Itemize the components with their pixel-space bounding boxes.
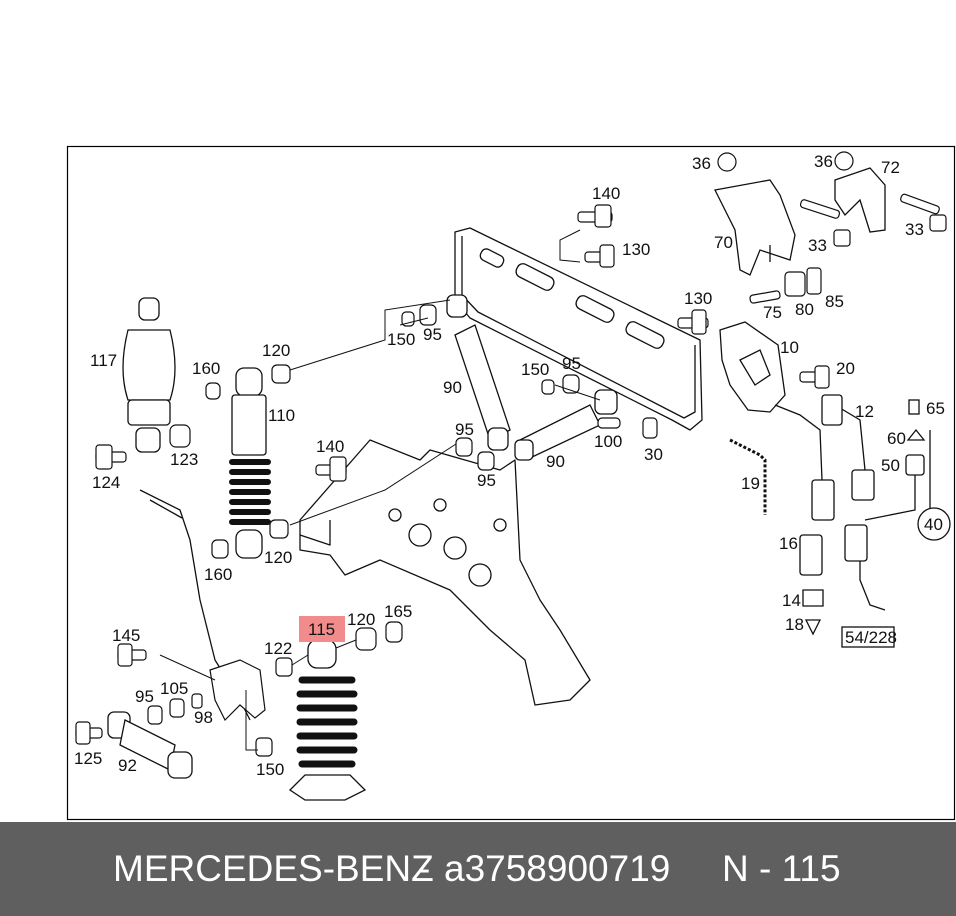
label-30: 30 (644, 445, 663, 464)
label-130a: 130 (622, 240, 650, 259)
label-120b: 120 (264, 548, 292, 567)
label-150c: 150 (256, 760, 284, 779)
air-bellow-117 (122, 297, 176, 453)
damper-92 (107, 711, 193, 779)
label-124: 124 (92, 473, 120, 492)
bracket-70 (714, 167, 886, 276)
label-95a: 95 (423, 325, 442, 344)
label-65: 65 (926, 399, 945, 418)
label-122: 122 (264, 639, 292, 658)
connectors (799, 394, 926, 636)
latch-10 (719, 321, 786, 413)
label-95c: 95 (455, 420, 474, 439)
label-33a: 33 (808, 236, 827, 255)
label-165: 165 (384, 602, 412, 621)
label-140b: 140 (316, 437, 344, 456)
label-40: 40 (924, 515, 943, 534)
label-120c: 120 (347, 610, 375, 629)
label-80: 80 (795, 300, 814, 319)
parts-diagram: 36 36 72 140 130 70 33 33 75 80 85 130 1… (66, 145, 956, 821)
label-72: 72 (881, 158, 900, 177)
part-labels: 36 36 72 140 130 70 33 33 75 80 85 130 1… (74, 152, 945, 779)
label-16: 16 (779, 534, 798, 553)
label-123: 123 (170, 450, 198, 469)
label-130b: 130 (684, 289, 712, 308)
position-label: N - 115 (722, 848, 841, 889)
label-95b: 95 (562, 354, 581, 373)
leader-lines (159, 229, 601, 751)
coil-spring-115 (288, 639, 367, 801)
fasteners (75, 151, 947, 757)
label-60: 60 (887, 429, 906, 448)
label-115: 115 (308, 620, 335, 639)
label-36a: 36 (692, 154, 711, 173)
footer-bar: MERCEDES-BENZ - a3758900719 N - 115 (0, 822, 956, 916)
separator: - (418, 848, 431, 889)
label-125: 125 (74, 749, 102, 768)
label-95e: 95 (135, 687, 154, 706)
label-54-228: 54/228 (845, 628, 897, 647)
label-117: 117 (90, 351, 117, 370)
label-36b: 36 (814, 152, 833, 171)
label-20: 20 (836, 359, 855, 378)
brand-name: MERCEDES-BENZ (113, 848, 434, 889)
label-105: 105 (160, 679, 188, 698)
circle-40 (917, 507, 951, 541)
label-150a: 150 (387, 330, 415, 349)
label-75: 75 (763, 303, 782, 322)
label-140a: 140 (592, 184, 620, 203)
label-50: 50 (881, 456, 900, 475)
label-120a: 120 (262, 341, 290, 360)
label-95d: 95 (477, 471, 496, 490)
spring-damper-110 (229, 367, 271, 559)
label-160a: 160 (192, 359, 220, 378)
label-90b: 90 (546, 452, 565, 471)
label-14: 14 (782, 591, 801, 610)
label-18: 18 (785, 615, 804, 634)
label-160b: 160 (204, 565, 232, 584)
label-100: 100 (594, 432, 622, 451)
label-90a: 90 (443, 378, 462, 397)
label-12: 12 (855, 402, 874, 421)
diagram-frame (66, 145, 956, 821)
label-10: 10 (780, 338, 799, 357)
label-33b: 33 (905, 220, 924, 239)
label-85: 85 (825, 292, 844, 311)
part-number: a3758900719 (444, 848, 671, 889)
label-92: 92 (118, 756, 137, 775)
label-19: 19 (741, 474, 760, 493)
label-145: 145 (112, 626, 140, 645)
label-70: 70 (714, 233, 733, 252)
highlight-115 (299, 616, 345, 642)
label-98: 98 (194, 708, 213, 727)
label-110: 110 (268, 406, 295, 425)
label-150b: 150 (521, 360, 549, 379)
damper-90-upper (446, 294, 511, 451)
ref-box-54-228 (841, 626, 895, 648)
